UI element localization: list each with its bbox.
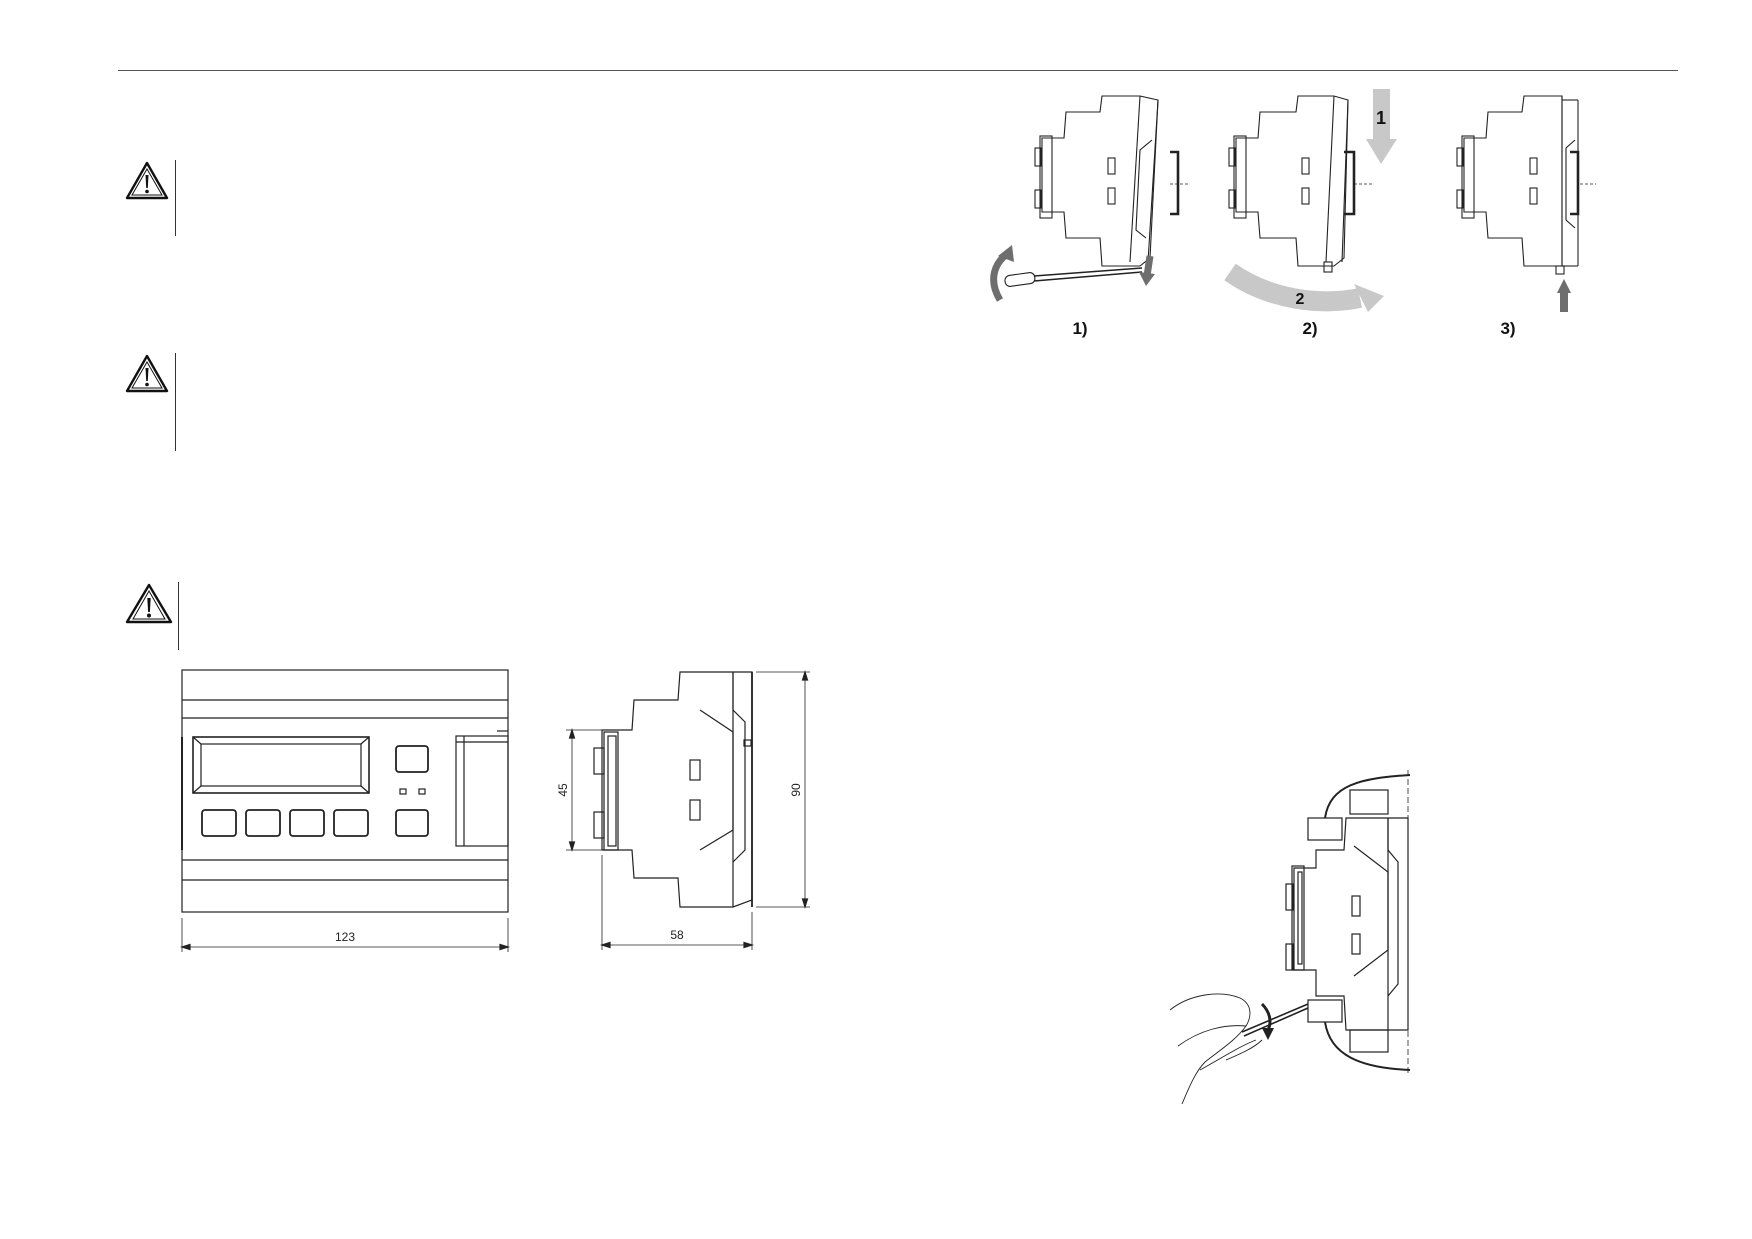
front-view bbox=[179, 669, 511, 952]
warning-bar bbox=[178, 582, 179, 650]
rotate-arrow-head bbox=[998, 245, 1014, 262]
step-3-label: 3) bbox=[1500, 319, 1515, 338]
warning-bar bbox=[175, 160, 176, 236]
led-indicator bbox=[399, 788, 407, 795]
front-button bbox=[395, 809, 429, 837]
up-arrow-shaft bbox=[1560, 292, 1568, 312]
terminal-cover bbox=[455, 735, 509, 847]
pry-arrow-head bbox=[1262, 1028, 1274, 1040]
curved-arrow-2-shaft bbox=[1224, 263, 1362, 312]
down-arrow-head bbox=[1139, 272, 1155, 286]
width-dimension-label: 123 bbox=[335, 930, 355, 944]
front-button bbox=[395, 745, 429, 773]
mounting-step-1-drawing bbox=[1004, 95, 1190, 287]
arrow-1-number: 1 bbox=[1376, 108, 1386, 128]
curved-arrow-2-icon bbox=[1354, 284, 1384, 312]
down-arrow-icon bbox=[1143, 255, 1154, 277]
front-button bbox=[245, 809, 281, 837]
led-indicator bbox=[418, 788, 426, 795]
step-2-label: 2) bbox=[1302, 319, 1317, 338]
mounting-step-3-drawing bbox=[1456, 95, 1596, 275]
down-arrow-1-icon bbox=[1366, 139, 1397, 164]
depth-dimension-label: 58 bbox=[670, 928, 684, 942]
front-button bbox=[333, 809, 369, 837]
warning-bar bbox=[175, 353, 176, 451]
down-arrow-1-shaft bbox=[1373, 89, 1390, 139]
pry-arrow-icon bbox=[1260, 1002, 1272, 1031]
front-height-dimension-label: 45 bbox=[556, 783, 570, 797]
front-button bbox=[201, 809, 237, 837]
front-button bbox=[289, 809, 325, 837]
side-view bbox=[566, 669, 810, 950]
arrow-2-number: 2 bbox=[1296, 291, 1305, 308]
warning-triangle-icon bbox=[125, 354, 169, 393]
terminal-removal-drawing bbox=[1169, 770, 1411, 1105]
warning-triangle-icon bbox=[125, 161, 169, 200]
display-window bbox=[192, 736, 370, 794]
mounting-step-2-drawing bbox=[1228, 95, 1372, 273]
up-arrow-icon bbox=[1557, 279, 1571, 293]
header-rule bbox=[118, 70, 1678, 71]
warning-triangle-icon bbox=[125, 583, 173, 624]
height-dimension-label: 90 bbox=[789, 783, 803, 797]
step-1-label: 1) bbox=[1072, 319, 1087, 338]
